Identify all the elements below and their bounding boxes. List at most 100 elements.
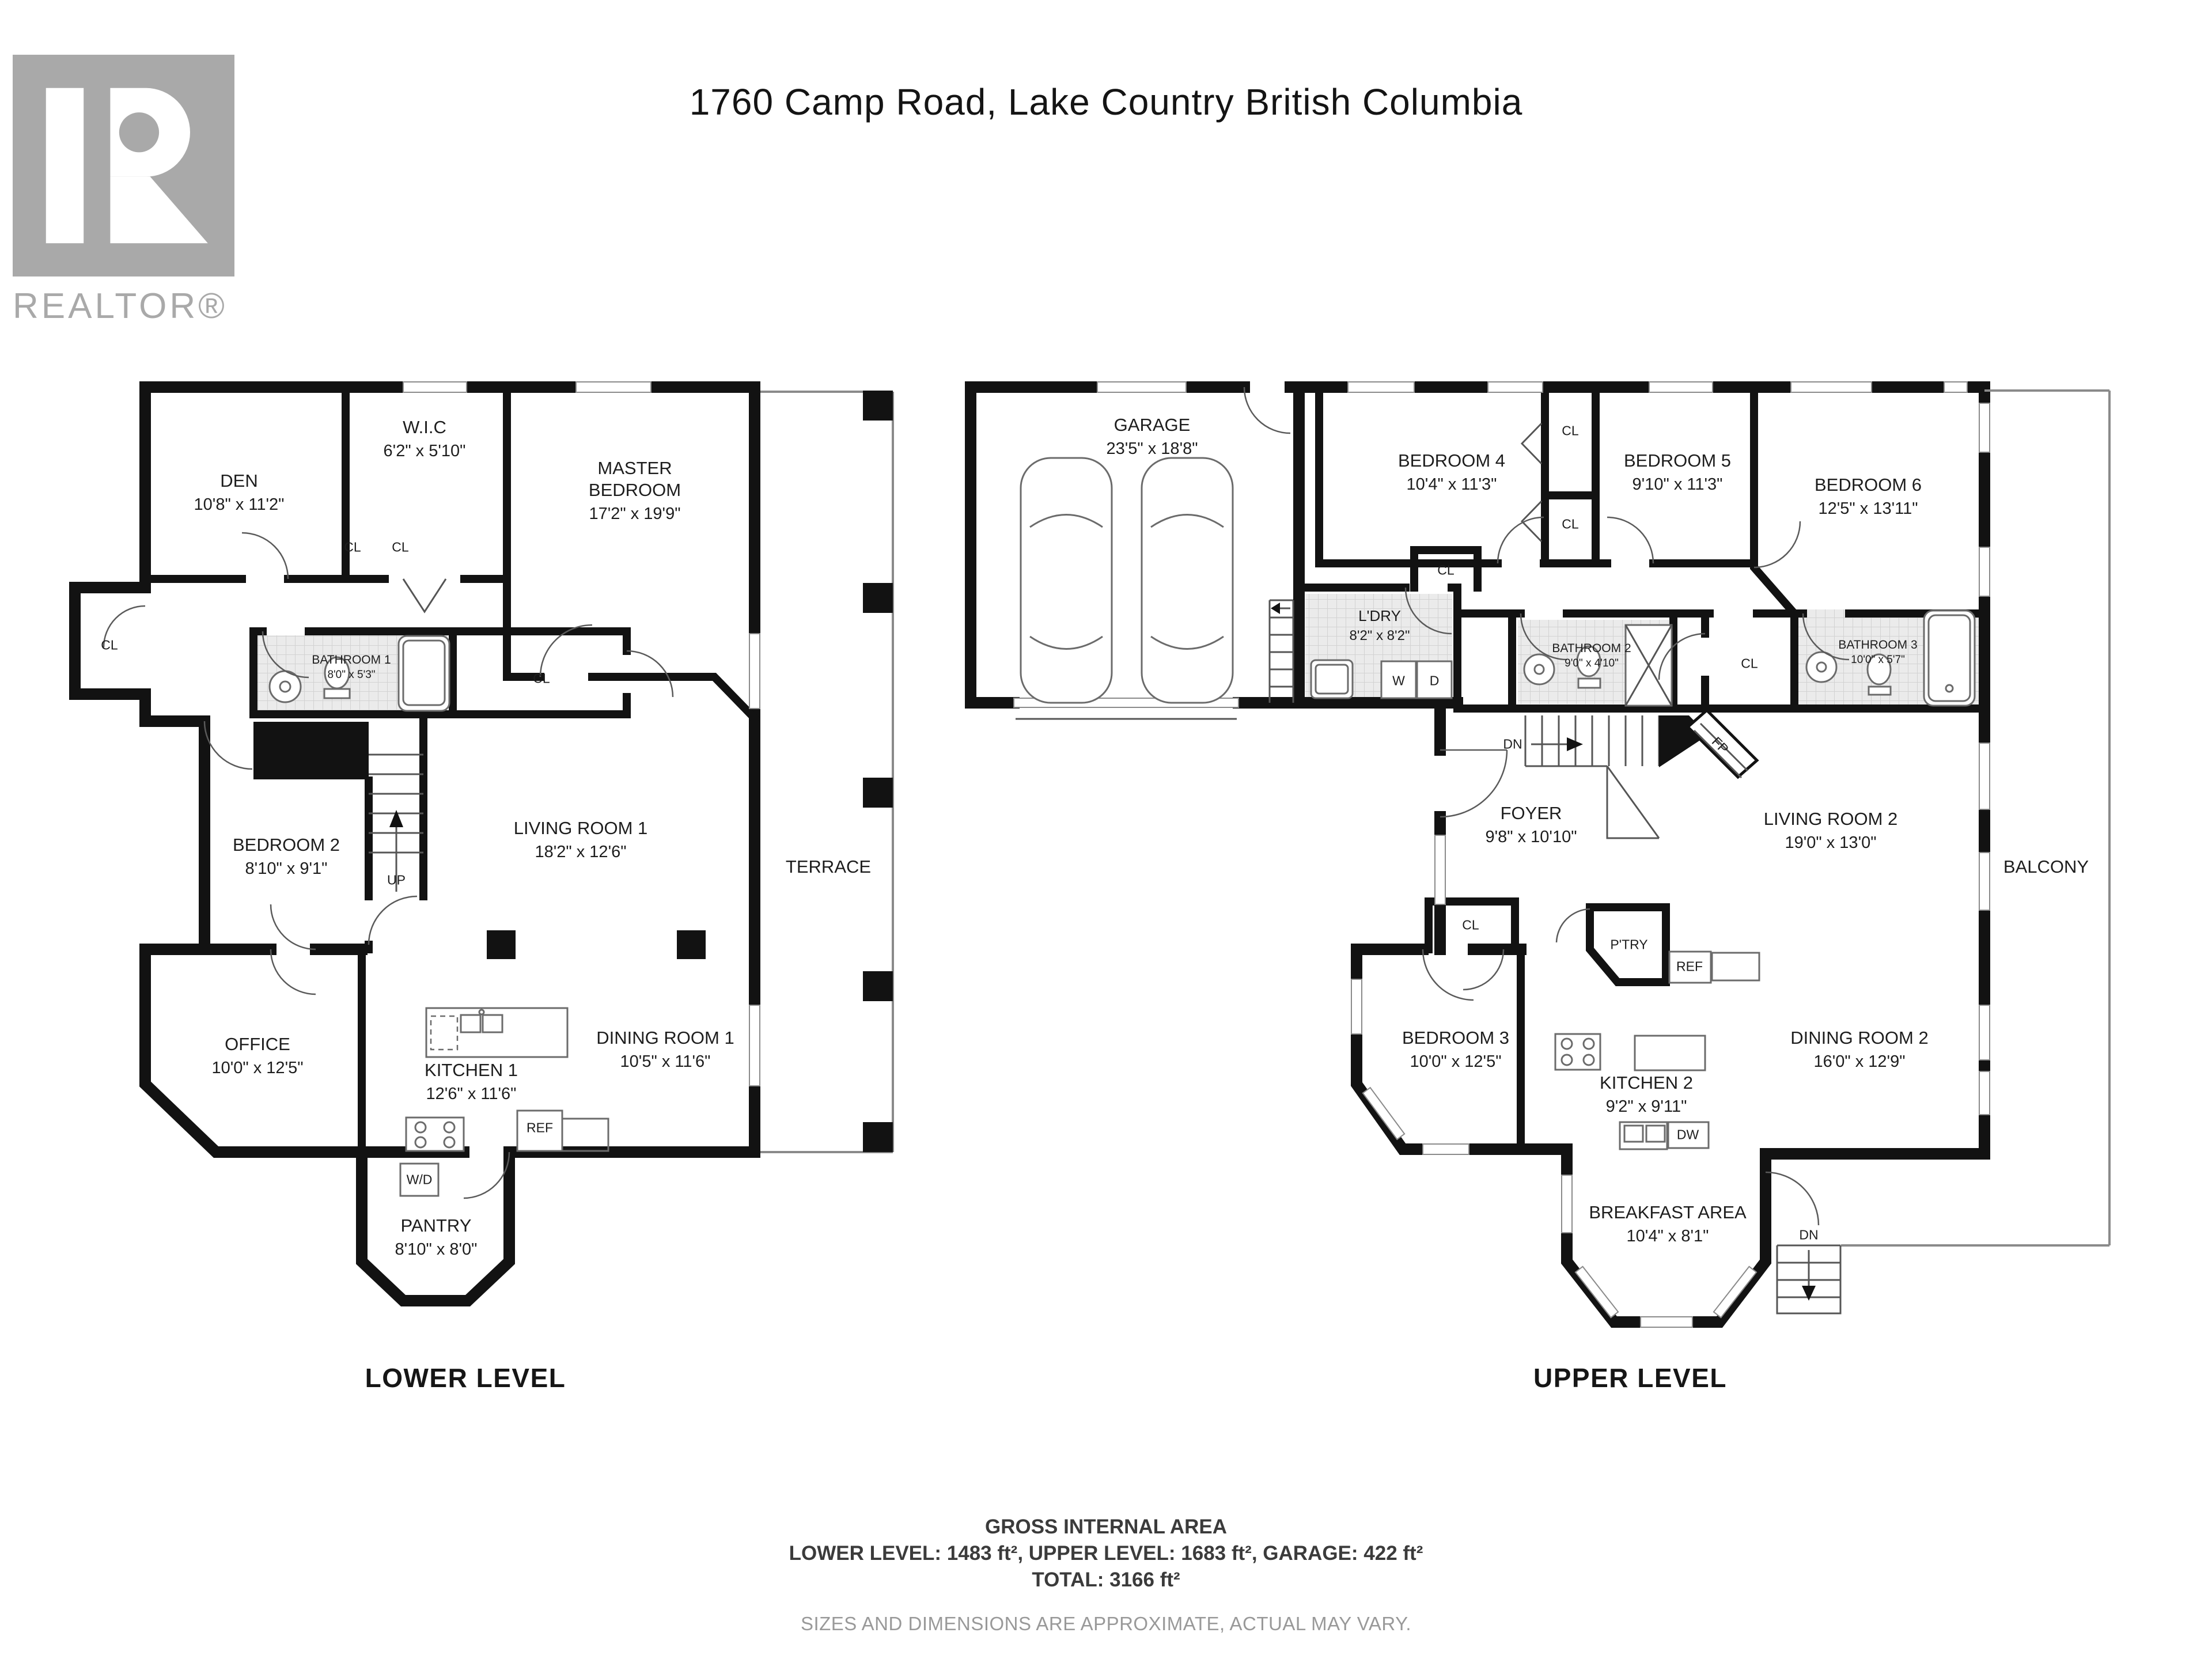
lower-windows <box>403 381 760 1086</box>
bathtub-icon <box>397 635 450 712</box>
room-name: BALCONY <box>2003 857 2089 877</box>
room-name: BREAKFAST AREA <box>1589 1202 1747 1222</box>
label-fireplace: FP <box>1709 734 1732 757</box>
refrigerator-icon <box>1668 950 1712 984</box>
room-name: BATHROOM 2 <box>1552 642 1631 656</box>
toilet-icon <box>1576 645 1601 677</box>
realtor-logo-icon <box>13 55 234 276</box>
room-dining-room-1: DINING ROOM 1 10'5" x 11'6" <box>596 1027 734 1072</box>
realtor-wordmark: REALTOR® <box>13 286 228 326</box>
room-name: MASTER BEDROOM <box>588 458 681 500</box>
label-ref-2: REF <box>1676 959 1703 974</box>
label-pantry-2: P'TRY <box>1610 937 1648 952</box>
room-name: LIVING ROOM 1 <box>513 817 648 838</box>
sink-icon <box>1805 651 1838 683</box>
room-balcony: BALCONY <box>2003 856 2089 878</box>
terrace-post <box>863 971 893 1001</box>
label-washer: W <box>1392 673 1405 688</box>
label-cl-hall: CL <box>1741 656 1758 671</box>
dishwasher-icon <box>430 1015 459 1051</box>
label-cl-foyer: CL <box>1462 917 1479 933</box>
room-name: DINING ROOM 1 <box>596 1027 734 1048</box>
room-dims: 10'8" x 11'2" <box>194 495 285 514</box>
room-dims: 17'2" x 19'9" <box>589 504 681 523</box>
room-kitchen-2: KITCHEN 2 9'2" x 9'11" <box>1600 1072 1693 1117</box>
closet-doors <box>1520 422 1543 543</box>
label-dryer: D <box>1429 673 1440 688</box>
room-name: DEN <box>220 470 258 491</box>
upper-interior-walls <box>1295 383 1988 1153</box>
label-cl-hall-right: CL <box>392 539 409 555</box>
room-name: BATHROOM 1 <box>312 653 391 667</box>
counter <box>1711 952 1760 982</box>
label-cl-bed45-bottom: CL <box>1562 516 1579 532</box>
room-name: GARAGE <box>1113 414 1191 435</box>
room-breakfast-area: BREAKFAST AREA 10'4" x 8'1" <box>1589 1202 1746 1247</box>
realtor-logo: REALTOR® <box>13 55 243 327</box>
stairs-up <box>369 753 423 892</box>
counter <box>561 1118 609 1152</box>
upper-windows <box>1013 381 1990 1328</box>
room-name: OFFICE <box>225 1033 290 1054</box>
room-master-bedroom: MASTER BEDROOM 17'2" x 19'9" <box>569 457 701 524</box>
fireplace-icon <box>1659 708 1759 779</box>
terrace-deck <box>760 391 894 1153</box>
room-dims: 9'8" x 10'10" <box>1485 827 1577 846</box>
room-dims: 9'2" x 9'11" <box>1605 1097 1687 1116</box>
room-dims: 8'10" x 9'1" <box>245 859 328 878</box>
room-dims: 8'2" x 8'2" <box>1349 627 1410 643</box>
terrace-post <box>863 583 893 613</box>
room-dims: 10'5" x 11'6" <box>620 1052 711 1071</box>
room-dims: 10'0" x 5'7" <box>1851 653 1905 666</box>
room-dims: 9'10" x 11'3" <box>1632 475 1723 494</box>
total-area: TOTAL: 3166 ft² <box>1032 1569 1180 1591</box>
laundry-sink-icon <box>1310 659 1354 699</box>
label-ref-1: REF <box>527 1120 553 1135</box>
label-cl-ldry: CL <box>1437 562 1455 578</box>
room-dims: 18'2" x 12'6" <box>535 842 627 861</box>
washer-dryer-icon <box>399 1162 440 1197</box>
room-name: KITCHEN 2 <box>1600 1072 1693 1093</box>
chimney-block <box>253 722 369 779</box>
car-icon <box>1141 457 1234 704</box>
room-name: PANTRY <box>400 1215 472 1236</box>
floor-plan-upper <box>965 381 2111 1328</box>
level-caption-upper: UPPER LEVEL <box>1533 1363 1728 1393</box>
stairs-down-balcony <box>1776 1244 1842 1315</box>
room-dims: 12'5" x 13'11" <box>1818 499 1918 518</box>
lower-door-arcs <box>103 532 674 1199</box>
room-terrace: TERRACE <box>786 856 871 878</box>
room-name: BEDROOM 4 <box>1397 450 1506 471</box>
room-den: DEN 10'8" x 11'2" <box>194 470 285 515</box>
room-dims: 10'4" x 11'3" <box>1406 475 1497 494</box>
hall-arrow <box>402 578 447 613</box>
room-dims: 9'0" x 4'10" <box>1565 657 1619 669</box>
room-name: W.I.C <box>403 416 446 437</box>
label-dn-stairs: DN <box>1503 736 1522 752</box>
room-dims: 10'4" x 8'1" <box>1626 1226 1709 1245</box>
room-living-room-1: LIVING ROOM 1 18'2" x 12'6" <box>514 817 648 862</box>
terrace-post <box>863 778 893 808</box>
upper-fixtures <box>1310 609 1976 1150</box>
upper-door-arcs <box>1243 387 1850 1226</box>
level-areas: LOWER LEVEL: 1483 ft², UPPER LEVEL: 1683… <box>789 1542 1423 1565</box>
room-name: TERRACE <box>785 857 872 877</box>
label-cl-entry: CL <box>101 637 118 653</box>
room-dims: 6'2" x 5'10" <box>383 441 466 460</box>
label-up: UP <box>387 872 406 888</box>
sink-icon <box>1523 653 1555 685</box>
terrace-post <box>863 1122 893 1152</box>
room-name: L'DRY <box>1358 607 1401 625</box>
